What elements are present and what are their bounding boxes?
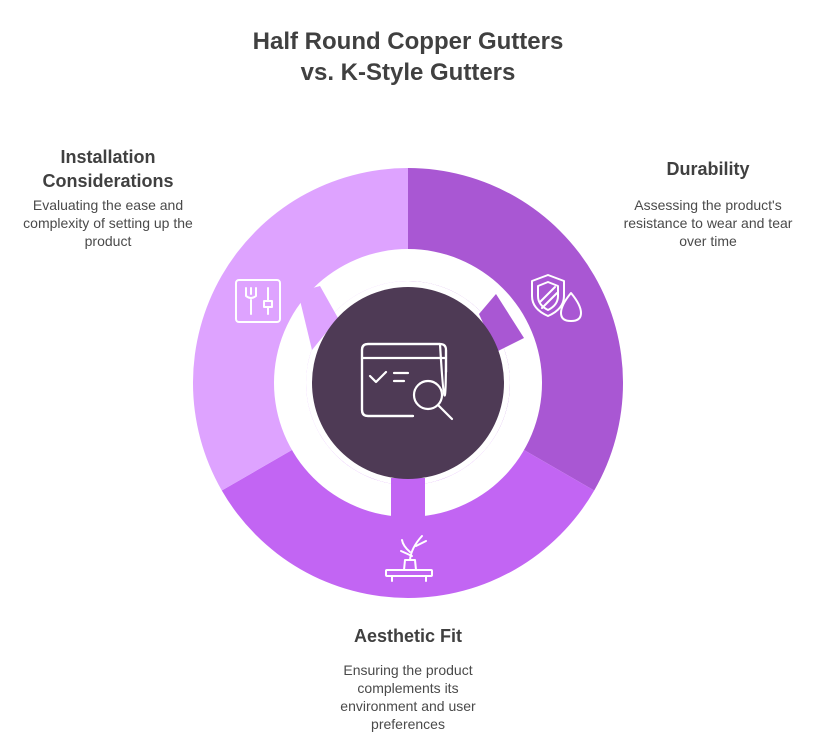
installation-heading-line-2: Considerations bbox=[42, 171, 174, 191]
plant-shelf-icon bbox=[385, 535, 433, 582]
title-line-2: vs. K-Style Gutters bbox=[300, 59, 516, 86]
durability-heading: Durability bbox=[666, 159, 750, 179]
tab-installation bbox=[298, 286, 338, 350]
tools-panel-icon bbox=[235, 279, 281, 323]
durability-description: Assessing the product's resistance to we… bbox=[623, 197, 793, 249]
aesthetic-fit-description: Ensuring the product complements its env… bbox=[340, 662, 476, 732]
center-circle bbox=[312, 287, 504, 479]
installation-heading-line-1: Installation bbox=[60, 147, 156, 167]
tab-aesthetic-fit bbox=[391, 478, 425, 518]
shield-droplet-icon bbox=[531, 274, 582, 322]
installation-description: Evaluating the ease and complexity of se… bbox=[23, 197, 193, 249]
installation-heading: Installation Considerations bbox=[28, 145, 188, 193]
title-line-1: Half Round Copper Gutters bbox=[252, 28, 564, 55]
checklist-search-icon bbox=[360, 342, 454, 421]
diagram-title: Half Round Copper Gutters vs. K-Style Gu… bbox=[0, 26, 816, 88]
aesthetic-fit-heading: Aesthetic Fit bbox=[353, 626, 463, 646]
